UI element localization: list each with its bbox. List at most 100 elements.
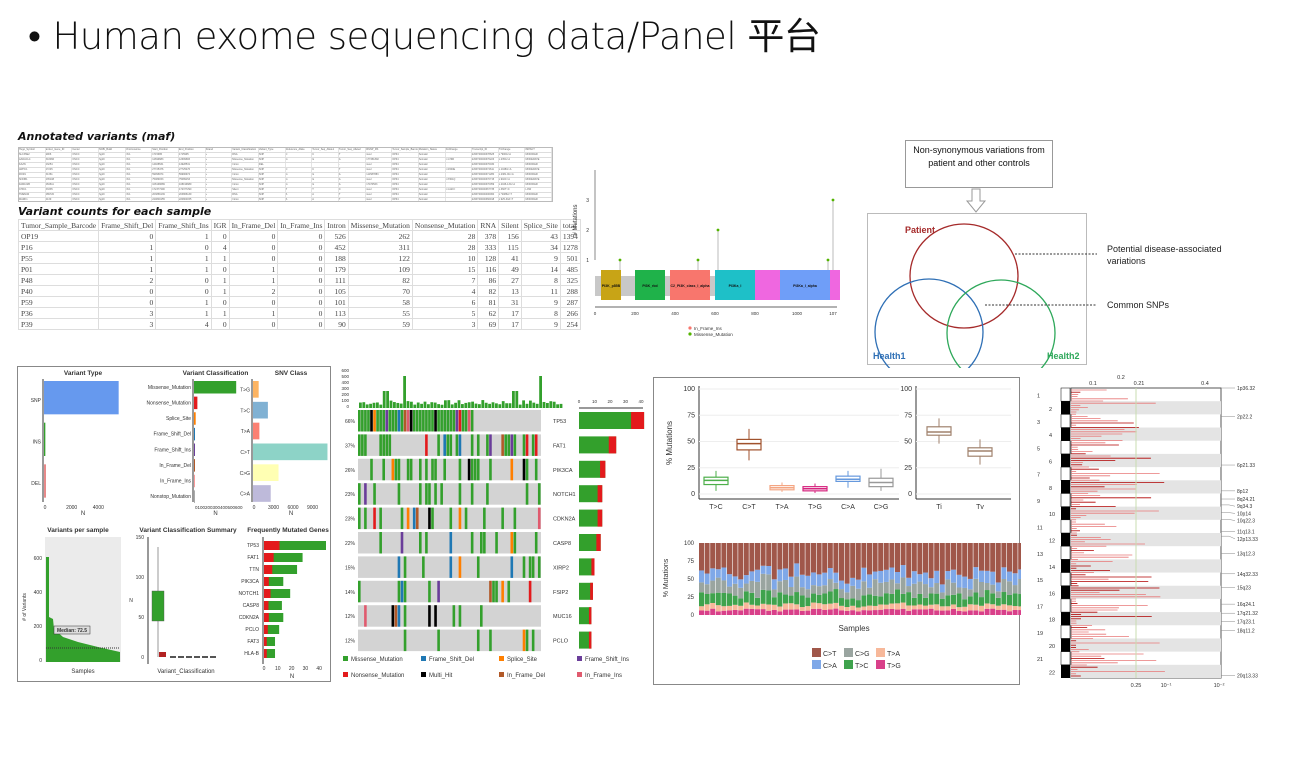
maf-cell: 23254 <box>46 163 73 167</box>
maf-cell: OP64 <box>392 163 419 167</box>
stacked-bar-segment <box>710 608 716 615</box>
top-bar <box>359 402 362 408</box>
onco-cell <box>525 434 529 456</box>
stacked-bar-segment <box>850 605 856 611</box>
maf-cell: Hugo_Symbol <box>19 148 46 152</box>
maf-cell: SNP <box>259 193 286 197</box>
table-cell: 82 <box>347 274 413 286</box>
chromosome-label: 6 <box>1049 460 1052 466</box>
variant-classification-x-tick: 0100200300400500600 <box>195 505 243 510</box>
table-cell: 43 <box>520 230 561 242</box>
table-cell: 28 <box>411 230 479 242</box>
chromosome-marker <box>1061 427 1070 441</box>
stacked-bar-segment <box>984 583 990 591</box>
onco-cell <box>425 532 428 554</box>
stacked-bar-segment <box>995 609 1001 615</box>
stacked-bar-segment <box>783 603 788 610</box>
onco-cell <box>510 458 514 481</box>
onco-cell <box>370 410 373 432</box>
box-other <box>186 656 192 658</box>
table-cell: 11 <box>520 285 561 297</box>
maf-cell: A <box>312 193 339 197</box>
maf-cell: OP64 <box>392 178 419 182</box>
stacked-bar-segment <box>732 543 738 577</box>
onco-cell <box>443 410 446 432</box>
onco-cell <box>412 410 416 432</box>
maf-cell: End_Position <box>179 148 206 152</box>
chromosome-marker <box>1061 585 1070 599</box>
onco-cell <box>504 434 507 456</box>
table-cell: 378 <box>477 230 500 242</box>
top-bar <box>386 391 389 408</box>
top-bar <box>396 402 400 408</box>
stacked-bar-segment <box>1018 606 1024 611</box>
cytoband-pointer <box>1221 512 1236 514</box>
y-tick: 200 <box>34 624 43 630</box>
table-cell: 1 <box>98 241 157 253</box>
stacked-bar-segment <box>861 610 867 615</box>
top-bar <box>471 401 474 408</box>
stacked-bar-segment <box>816 543 822 575</box>
maf-cell: chr1 <box>126 188 153 192</box>
spectrum-box-label: C>A <box>841 504 855 511</box>
onco-cell <box>388 410 392 432</box>
stacked-bar-segment <box>732 583 738 596</box>
gene-count-bar-nonsense <box>590 582 593 600</box>
stacked-bar-segment <box>956 607 962 611</box>
maf-cell: 27725476 <box>179 168 206 172</box>
stacked-bar-segment <box>990 584 996 594</box>
onco-cell <box>428 605 431 627</box>
stacked-bar-segment <box>777 611 783 615</box>
table-cell: 0 <box>210 296 230 308</box>
stacked-bar-segment <box>984 570 990 584</box>
top-y-tick: 200 <box>341 392 349 397</box>
maf-cell: 172377290 <box>179 188 206 192</box>
gene-count-bar <box>579 412 645 429</box>
maf-cell: 59996974 <box>179 173 206 177</box>
bullet: • <box>28 15 41 58</box>
stacked-bar-segment <box>805 597 811 607</box>
maf-cell: A <box>339 183 366 187</box>
top-y-tick: 500 <box>341 374 349 379</box>
stacked-bar-segment <box>973 578 979 593</box>
stacked-bar-segment <box>956 587 962 594</box>
onco-cell <box>483 507 486 530</box>
maf-cell: rs77451892 <box>366 158 393 162</box>
stacked-y-tick: 75 <box>687 559 694 565</box>
gene-count-bar-nonsense <box>597 485 603 503</box>
cytoband-label: 20q13.33 <box>1237 674 1258 680</box>
onco-cell <box>470 410 474 432</box>
stacked-bar-segment <box>861 567 867 582</box>
maf-cell: Tumor_Seq_Allele1 <box>312 148 339 152</box>
onco-cell <box>461 410 465 432</box>
stacked-bar-segment <box>1018 578 1024 595</box>
snv-class-title: SNV Class <box>275 370 308 377</box>
table-cell: 3 <box>98 307 157 319</box>
cytoband-label: 14q32.33 <box>1237 572 1258 578</box>
onco-cell <box>379 410 382 432</box>
maf-cell: dbSNP_RS <box>366 148 393 152</box>
stacked-bar-segment <box>900 577 906 594</box>
gene-label: TP53 <box>247 543 259 549</box>
right-x-tick: 40 <box>638 399 644 404</box>
stacked-bar-segment <box>883 581 889 594</box>
onco-cell <box>428 580 431 603</box>
stacked-bar-segment <box>872 610 878 615</box>
gene-label: FAT3 <box>247 639 259 645</box>
gene-bar-nonsense <box>264 541 280 550</box>
onco-cell <box>458 507 462 530</box>
legend-label: T>A <box>887 651 900 658</box>
table-cell: 58 <box>347 296 413 308</box>
venn-frame <box>867 213 1087 365</box>
cytoband-label: 10q22.3 <box>1237 519 1255 525</box>
gistic-plot: 123456789101112131415161718192021220.10.… <box>1037 375 1258 689</box>
stacked-bar-segment <box>794 576 800 593</box>
onco-cell <box>409 458 413 481</box>
maf-cell: 1715995 <box>179 153 206 157</box>
gene-label: TTN <box>249 567 259 573</box>
table-cell: 452 <box>324 241 349 253</box>
onco-cell <box>476 556 480 578</box>
domain-label: PI3K_p85B <box>602 284 621 288</box>
chromosome-label: 14 <box>1049 565 1055 571</box>
